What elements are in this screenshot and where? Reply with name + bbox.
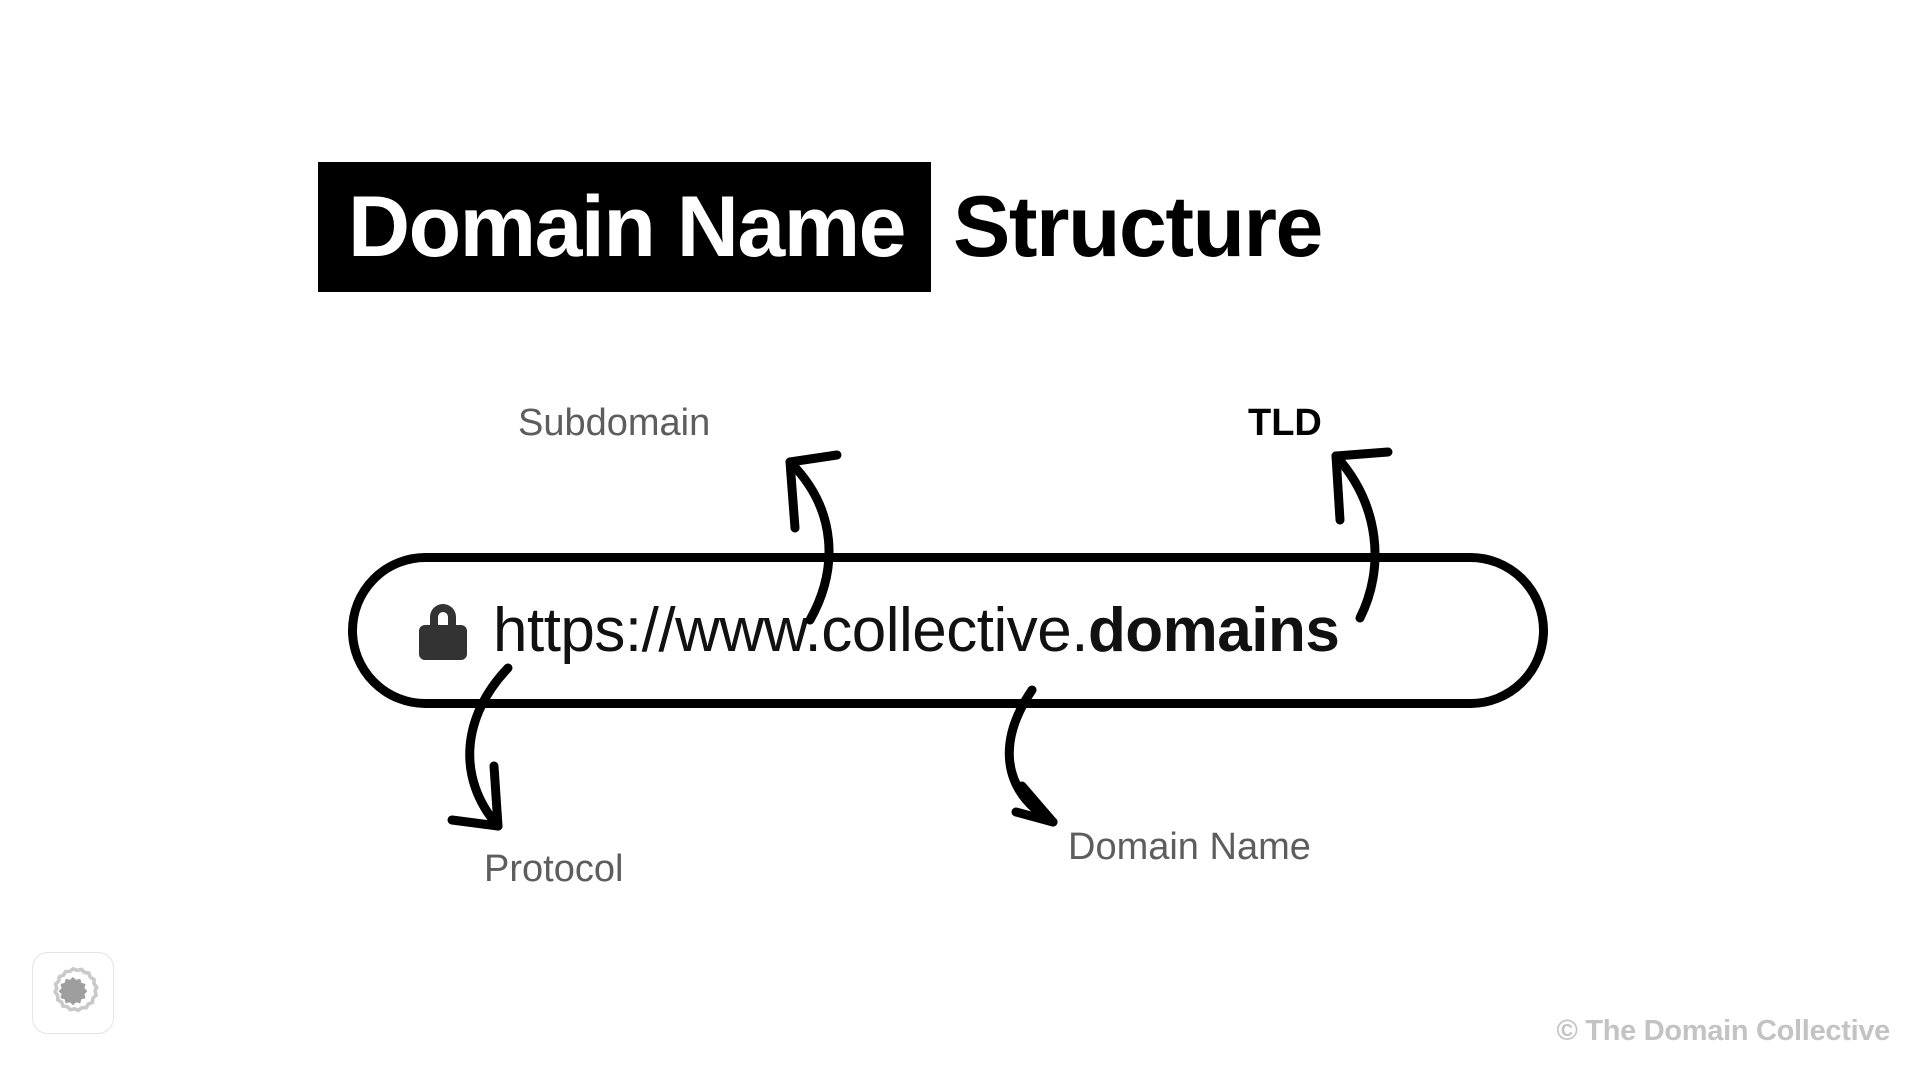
lock-icon <box>419 603 467 660</box>
url-text: https://www.collective.domains <box>493 599 1340 662</box>
lock-body <box>419 624 467 660</box>
brand-badge[interactable] <box>32 952 114 1034</box>
annotation-label-subdomain: Subdomain <box>518 402 711 444</box>
annotation-label-tld: TLD <box>1248 402 1322 444</box>
url-address-bar[interactable]: https://www.collective.domains <box>348 553 1548 708</box>
url-text-regular: https://www.collective. <box>493 595 1088 665</box>
arrow-domain-name-icon <box>1004 685 1058 827</box>
annotation-label-protocol: Protocol <box>484 848 624 890</box>
annotation-label-domain-name: Domain Name <box>1068 826 1311 868</box>
page-title-rest: Structure <box>953 179 1323 275</box>
lock-shackle <box>430 603 456 632</box>
page-title-highlight: Domain Name <box>318 162 931 292</box>
copyright-text: © The Domain Collective <box>1556 1015 1890 1047</box>
page-title: Domain Name Structure <box>318 162 1323 292</box>
rosette-badge-icon <box>53 966 99 1013</box>
url-text-bold: domains <box>1087 595 1340 665</box>
